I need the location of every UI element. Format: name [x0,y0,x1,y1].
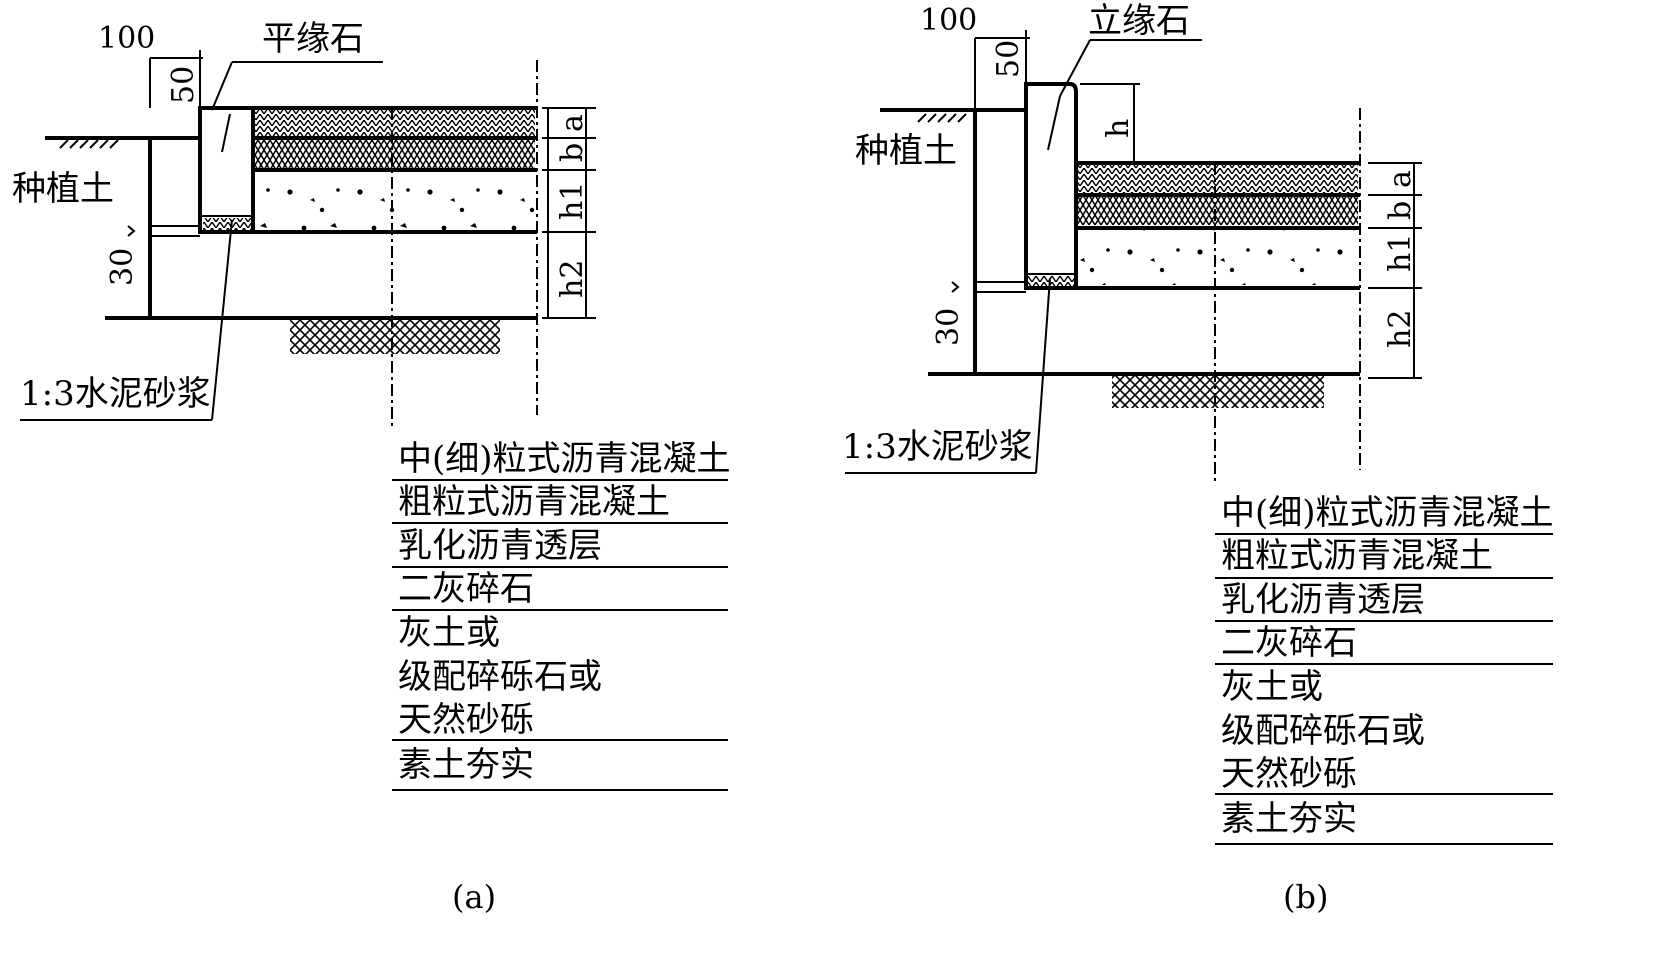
layer-dim-a: a [1383,170,1418,188]
mortar-label: 1:3水泥砂浆 [20,374,211,414]
legend-row-5-line-3: 天然砂砾 [1221,754,1357,794]
legend-row-6: 素土夯实 [1221,799,1357,839]
dim-100-label: 100 [920,3,977,38]
legend-row-5-line-1: 灰土或 [398,613,500,653]
legend-row-2: 粗粒式沥青混凝土 [398,482,670,522]
planting-soil-label: 种植土 [855,131,957,171]
legend-row-4: 二灰碎石 [398,569,534,609]
legend-row-3: 乳化沥青透层 [1221,580,1425,620]
legend-row-3: 乳化沥青透层 [398,526,602,566]
dim-50-label: 50 [166,66,201,104]
legend-row-6: 素土夯实 [398,745,534,785]
coarse-asphalt-layer [1075,197,1358,225]
curb-outline [917,95,1076,293]
dim-30-label: 30 [105,248,140,286]
dim-100-label: 100 [98,21,155,56]
dimension-lines-a [20,50,596,430]
coarse-asphalt-layer [253,140,535,168]
layer-dim-h2: h2 [1383,310,1418,348]
curb-label: 平缘石 [262,19,364,59]
legend-row-2: 粗粒式沥青混凝土 [1221,536,1493,576]
curb-label: 立缘石 [1088,1,1190,41]
legend-row-5-line-3: 天然砂砾 [398,700,534,740]
legend-row-5-line-1: 灰土或 [1221,667,1323,707]
layer-dim-h1: h1 [555,182,590,220]
legend-row-4: 二灰碎石 [1221,623,1357,663]
layer-dim-b: b [1383,201,1418,220]
legend-table-b: 中(细)粒式沥青混凝土 粗粒式沥青混凝土 乳化沥青透层 二灰碎石 灰土或 级配碎… [1215,493,1554,845]
caption-a: (a) [452,878,496,916]
layer-dim-a: a [555,114,590,132]
panel-b: 100 50 30 h 立缘石 种植土 1:3水泥砂浆 a b h1 h2 中(… [842,1,1554,916]
fine-asphalt-layer [253,110,535,138]
fine-asphalt-layer [1075,165,1358,193]
mortar-label: 1:3水泥砂浆 [842,427,1033,467]
lime-gravel-base-layer [1075,230,1358,285]
layer-dim-h1: h1 [1383,234,1418,272]
dim-50-label: 50 [991,40,1026,78]
dimension-lines-b [845,30,1422,485]
structure-lines [45,106,537,320]
layer-dim-b: b [555,143,590,162]
planting-soil-label: 种植土 [12,169,114,209]
compacted-soil-hatch [290,320,500,354]
dim-30-label: 30 [931,308,966,346]
caption-b: (b) [1283,878,1328,916]
layer-dim-h2: h2 [555,260,590,298]
panel-a: 100 50 30 平缘石 种植土 1:3水泥砂浆 a b h1 h2 中(细)… [12,19,731,916]
legend-row-1: 中(细)粒式沥青混凝土 [398,439,731,479]
lime-gravel-base-layer [253,172,535,230]
curb-outline [59,113,253,237]
legend-table-a: 中(细)粒式沥青混凝土 粗粒式沥青混凝土 乳化沥青透层 二灰碎石 灰土或 级配碎… [392,439,731,791]
compacted-soil-hatch [1112,376,1324,408]
dim-h-label: h [1101,119,1136,138]
legend-row-5-line-2: 级配碎砾石或 [1221,711,1425,751]
legend-row-1: 中(细)粒式沥青混凝土 [1221,493,1554,533]
legend-row-5-line-2: 级配碎砾石或 [398,657,602,697]
mortar-bed [203,218,251,230]
